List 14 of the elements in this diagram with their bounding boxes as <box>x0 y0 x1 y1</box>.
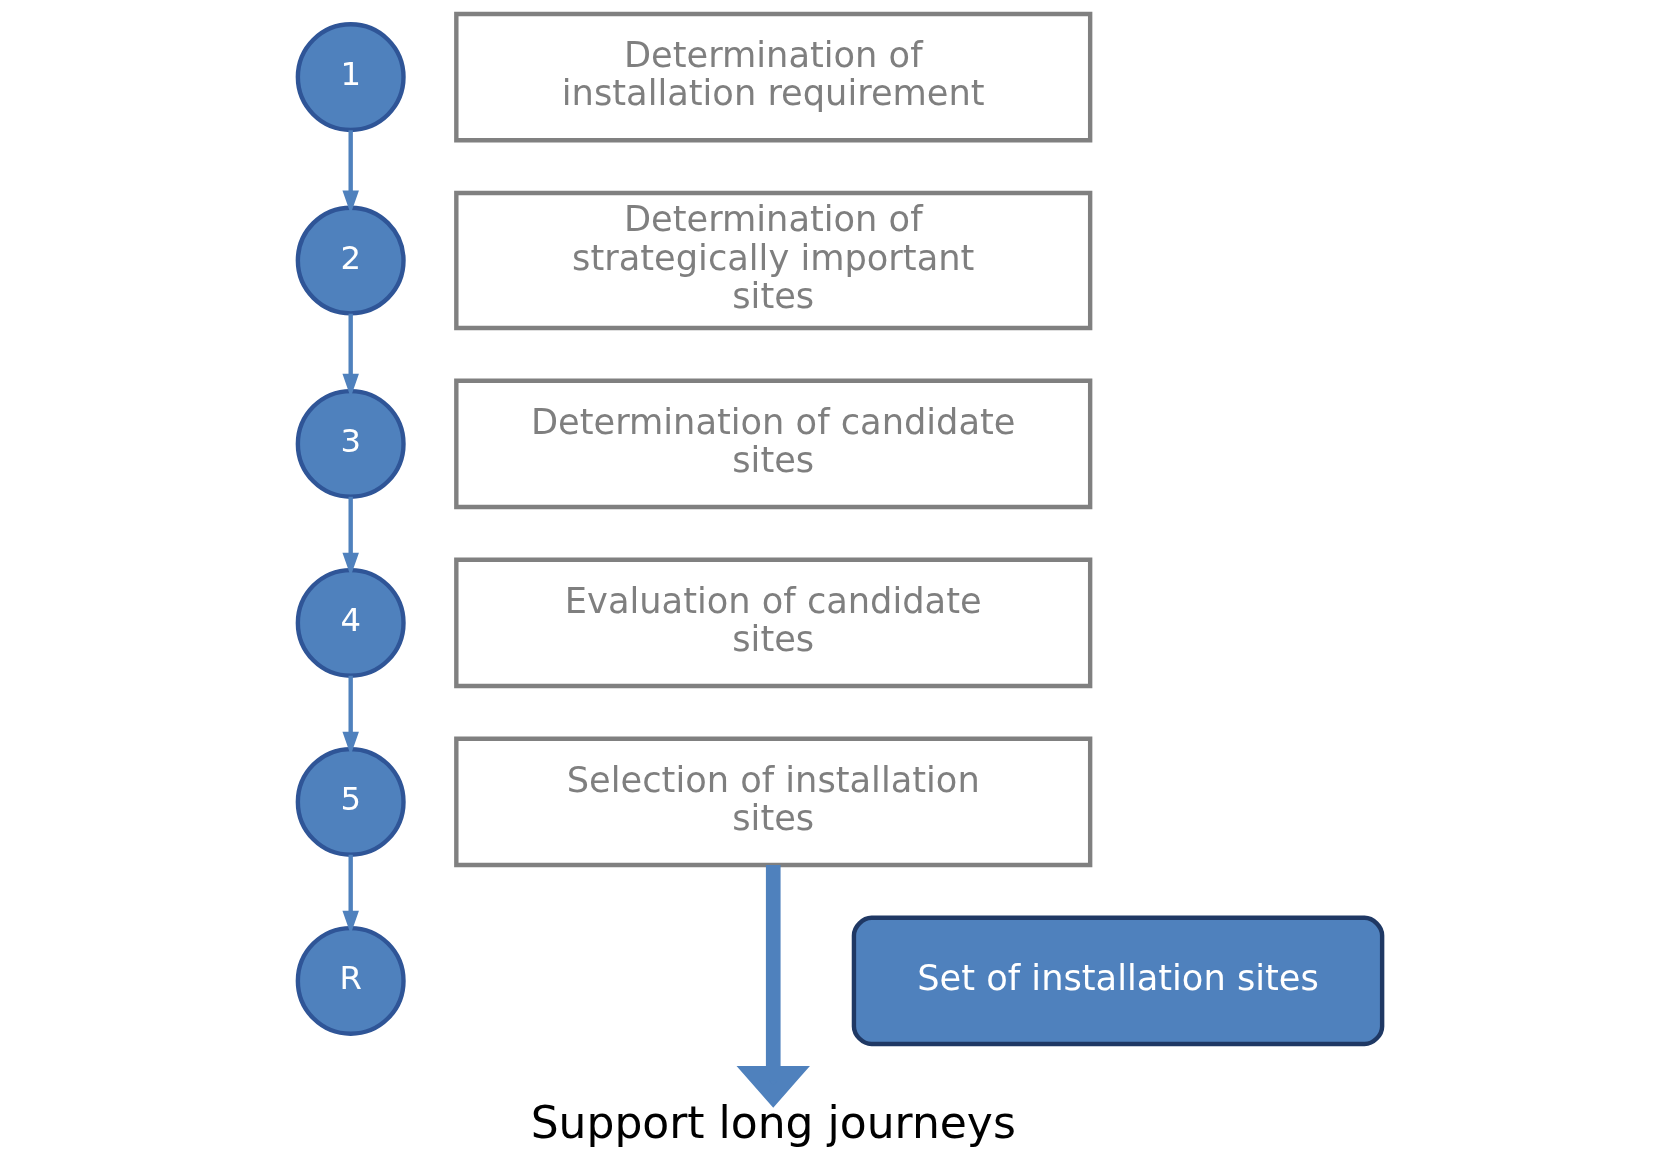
node-box: Determination of candidate sites <box>454 378 1093 510</box>
node-box: Determination of strategically important sites <box>454 190 1093 331</box>
node-circle: 1 <box>295 22 406 133</box>
node-circle: 3 <box>295 388 406 499</box>
node-box: Set of installation sites <box>851 915 1385 1047</box>
arrow <box>736 865 810 1108</box>
node-text: Support long journeys <box>530 1096 1016 1148</box>
node-circle: R <box>295 925 406 1036</box>
node-box: Selection of installation sites <box>454 736 1093 868</box>
node-box: Evaluation of candidate sites <box>454 557 1093 689</box>
node-circle: 2 <box>295 205 406 316</box>
node-circle: 5 <box>295 746 406 857</box>
node-circle: 4 <box>295 567 406 678</box>
node-box: Determination of installation requirement <box>454 11 1093 143</box>
